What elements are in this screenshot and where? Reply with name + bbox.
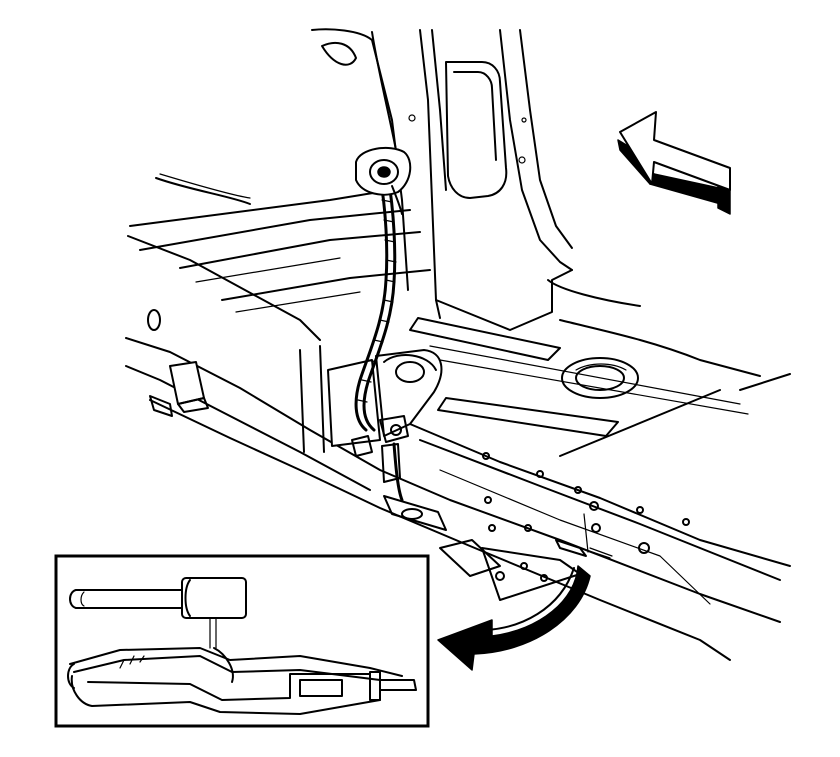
anchor-bracket: [327, 349, 443, 483]
view-direction-arrow-icon: [617, 111, 731, 215]
curved-callout-arrow-icon: [437, 565, 591, 671]
rocker-panel: [125, 309, 791, 661]
wire-harness-cable: [354, 146, 613, 559]
terminal-detail: [67, 647, 417, 715]
b-pillar: [311, 28, 641, 331]
probe-tool: [69, 577, 247, 649]
floor-pan: [127, 173, 791, 457]
detail-inset: [54, 554, 430, 728]
